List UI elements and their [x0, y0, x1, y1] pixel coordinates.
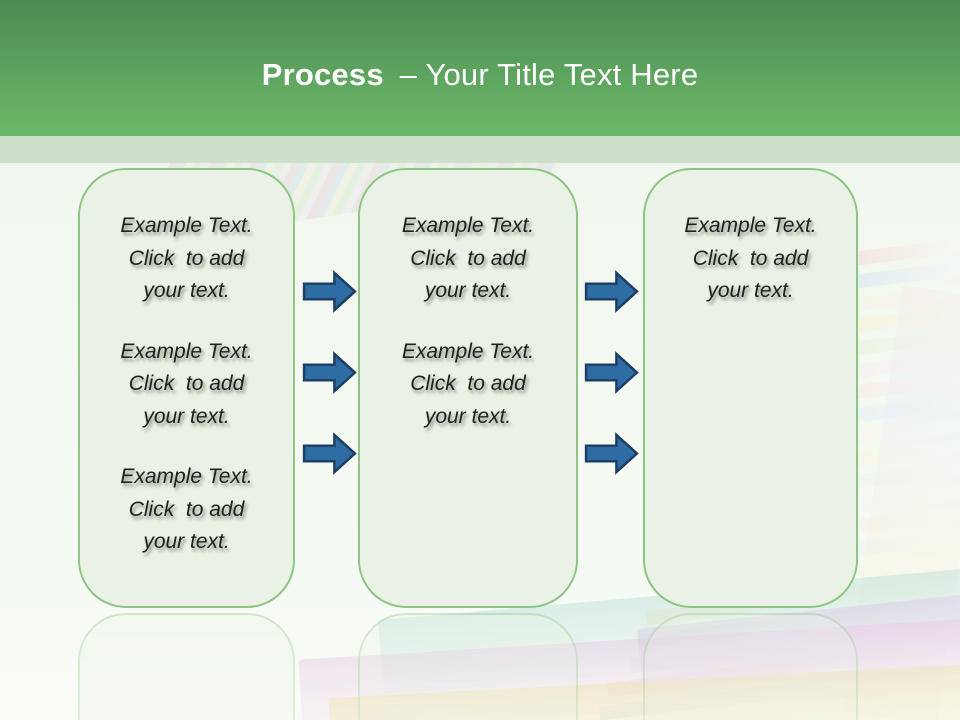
header-accent-band — [0, 136, 960, 163]
box-reflection — [78, 613, 295, 720]
process-box-2-content: Example Text. Click to add your text. Ex… — [360, 170, 576, 433]
process-arrow-icon — [302, 351, 357, 394]
process-arrow-icon — [302, 432, 357, 475]
process-arrow-icon — [584, 432, 639, 475]
process-box-text: Example Text. Click to add your text. — [120, 339, 253, 428]
process-box-text: Example Text. Click to add your text. — [120, 214, 253, 302]
slide-title: Process – Your Title Text Here — [262, 43, 699, 93]
process-box-text: Example Text. Click to add your text. — [401, 339, 535, 428]
process-box-text: Example Text. Click to add your text. — [401, 214, 535, 302]
process-box-1: Example Text. Click to add your text. Ex… — [78, 168, 295, 608]
process-arrow-icon — [302, 270, 357, 313]
box-reflection — [643, 613, 858, 720]
box-reflection — [358, 613, 578, 720]
process-box-1-content: Example Text. Click to add your text. Ex… — [80, 170, 293, 559]
process-arrow-icon — [584, 270, 639, 313]
process-box-text: Example Text. Click to add your text. — [120, 465, 253, 553]
process-box-3-content: Example Text. Click to add your text. — [645, 170, 856, 308]
title-keyword: Process — [261, 57, 384, 92]
process-box-3: Example Text. Click to add your text. — [643, 168, 858, 608]
process-box-text: Example Text. Click to add your text. — [684, 214, 817, 302]
process-arrow-icon — [584, 351, 639, 394]
slide-header: Process – Your Title Text Here — [0, 0, 960, 136]
process-box-2: Example Text. Click to add your text. Ex… — [358, 168, 578, 608]
title-subtitle: – Your Title Text Here — [399, 57, 699, 92]
